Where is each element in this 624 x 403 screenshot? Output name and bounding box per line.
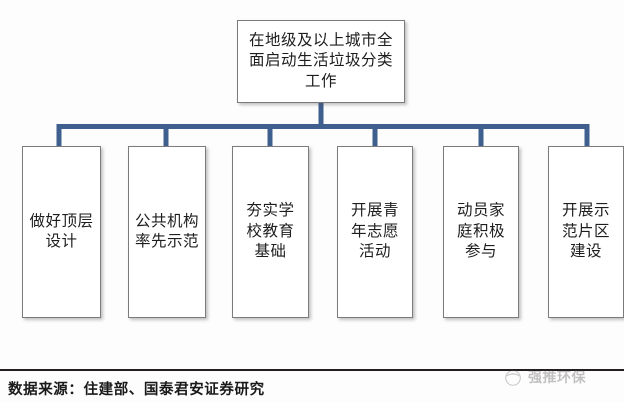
- data-source-note: 数据来源：住建部、国泰君安证券研究: [8, 382, 265, 398]
- child-node-label: 夯实学校教育基础: [246, 202, 295, 261]
- child-node-demo-district[interactable]: 开展示范片区建设: [548, 146, 624, 318]
- circle-logo-icon: [505, 370, 521, 386]
- child-node-label: 开展示范片区建设: [561, 202, 610, 261]
- child-node-label: 开展青年志愿活动: [350, 202, 399, 261]
- child-node-top-level-design[interactable]: 做好顶层设计: [22, 146, 101, 318]
- child-node-label: 公共机构率先示范: [135, 212, 200, 250]
- child-node-public-institutions[interactable]: 公共机构率先示范: [128, 146, 206, 318]
- watermark: 强推环保: [502, 362, 620, 392]
- watermark-label: 强推环保: [528, 371, 586, 386]
- child-node-youth-volunteer[interactable]: 开展青年志愿活动: [337, 146, 413, 318]
- child-node-family-participation[interactable]: 动员家庭积极参与: [443, 146, 519, 318]
- root-node-label: 在地级及以上城市全面启动生活垃圾分类工作: [248, 31, 393, 90]
- child-node-school-education[interactable]: 夯实学校教育基础: [232, 146, 309, 318]
- footer-divider: [0, 369, 624, 371]
- child-node-label: 做好顶层设计: [29, 212, 94, 250]
- child-node-label: 动员家庭积极参与: [456, 202, 505, 261]
- root-node[interactable]: 在地级及以上城市全面启动生活垃圾分类工作: [237, 20, 405, 103]
